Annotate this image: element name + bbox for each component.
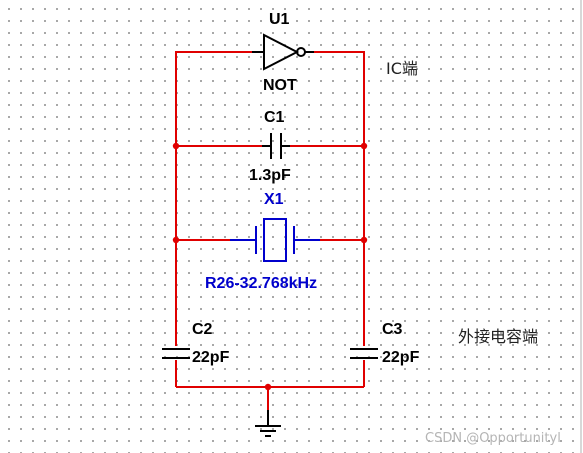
junction-dot xyxy=(264,383,272,391)
c3-ref-label: C3 xyxy=(382,321,403,338)
u1-value-label: NOT xyxy=(263,77,297,94)
x1-ref-label: X1 xyxy=(264,191,284,208)
watermark: CSDN @Opportunityl xyxy=(425,431,561,446)
ground-icon xyxy=(255,410,281,437)
junction-dot xyxy=(360,236,368,244)
c2-ref-label: C2 xyxy=(192,321,213,338)
wires xyxy=(175,51,365,410)
ic-side-note: IC端 xyxy=(386,59,418,78)
capacitor-c3[interactable] xyxy=(350,348,378,359)
junction-dot xyxy=(172,236,180,244)
inverter-u1[interactable] xyxy=(252,33,314,71)
c2-value-label: 22pF xyxy=(192,349,230,366)
wire-top-left xyxy=(175,51,263,146)
junctions xyxy=(172,142,368,391)
c3-value-label: 22pF xyxy=(382,349,420,366)
capacitor-c2[interactable] xyxy=(162,348,190,359)
x1-quartz-icon xyxy=(263,218,287,262)
c1-ref-label: C1 xyxy=(264,109,285,126)
inverter-triangle-icon xyxy=(263,33,300,71)
external-caps-note: 外接电容端 xyxy=(458,327,538,346)
x1-value-label: R26-32.768kHz xyxy=(205,275,317,292)
capacitor-c1[interactable] xyxy=(262,133,290,159)
junction-dot xyxy=(360,142,368,150)
junction-dot xyxy=(172,142,180,150)
crystal-x1[interactable] xyxy=(230,218,320,262)
u1-ref-label: U1 xyxy=(269,11,290,28)
c1-value-label: 1.3pF xyxy=(249,167,291,184)
wire-top-right xyxy=(310,51,365,146)
